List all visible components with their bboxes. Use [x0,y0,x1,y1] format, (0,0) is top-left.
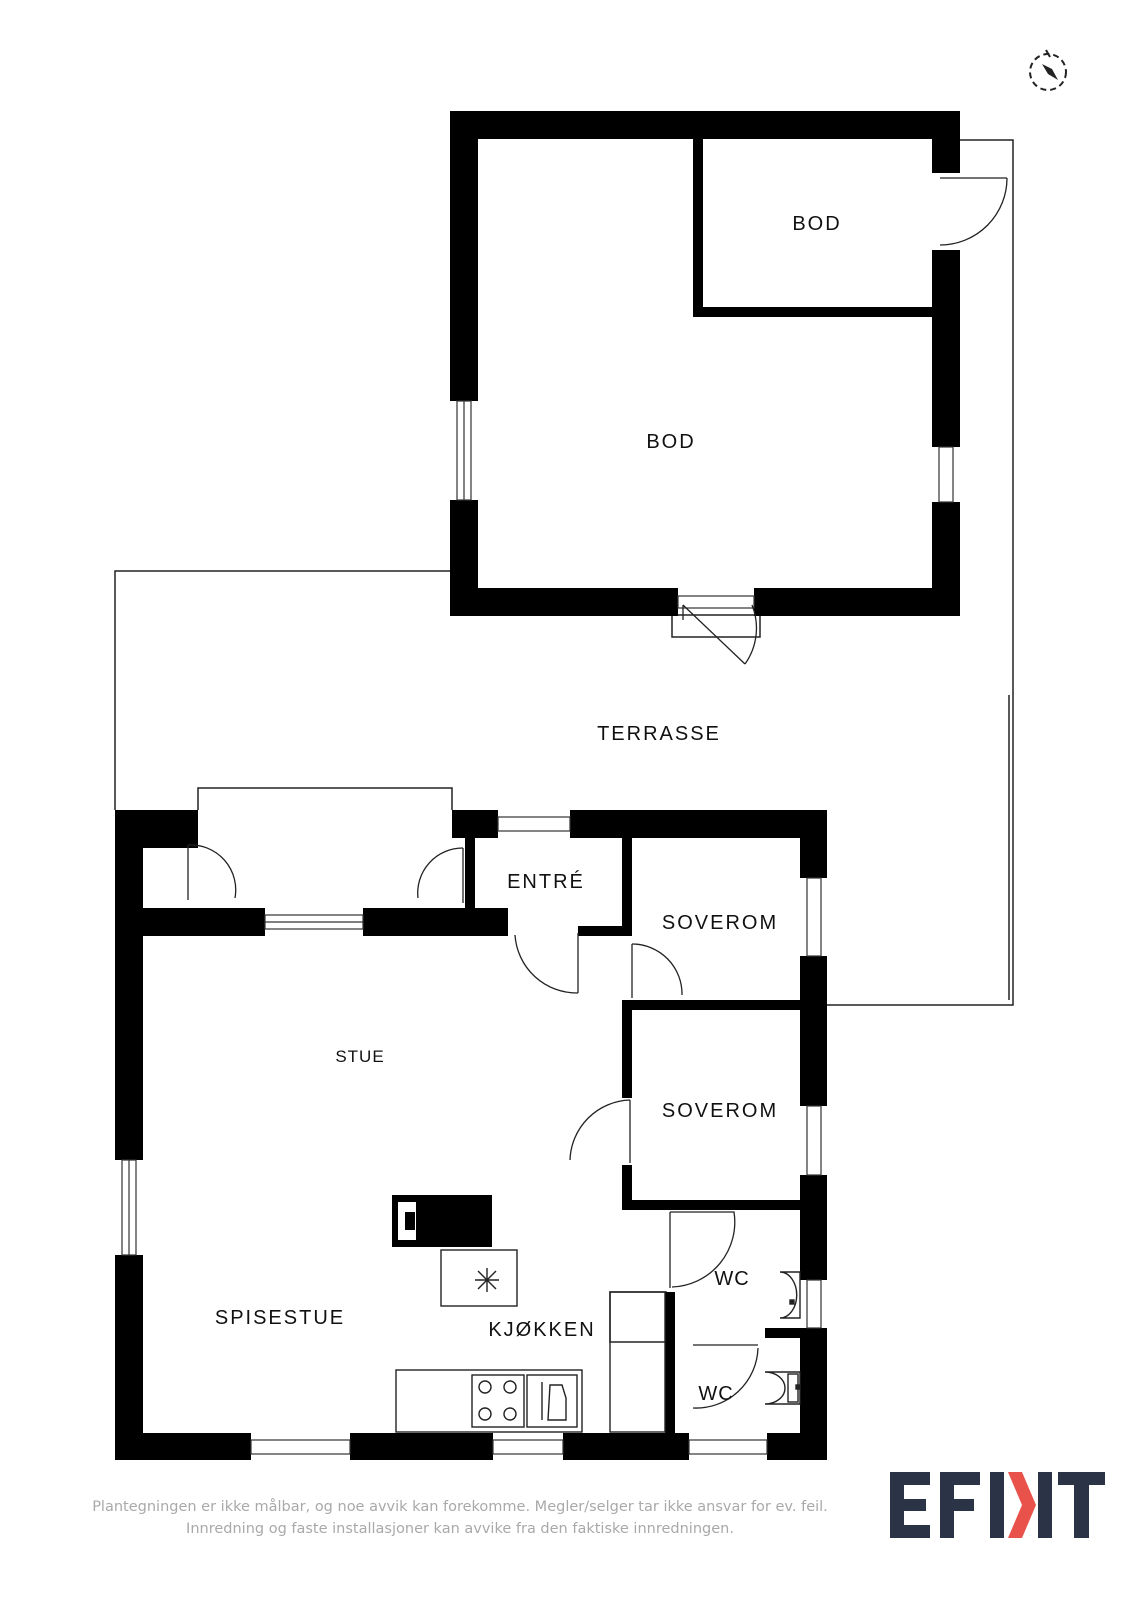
room-label-terrasse: TERRASSE [597,723,721,745]
room-label-spisestue: SPISESTUE [215,1307,345,1329]
room-label-soverom-1: SOVEROM [662,912,778,934]
disclaimer-line-2: Innredning og faste installasjoner kan a… [186,1521,734,1537]
walls [115,111,960,1460]
room-label-bod-large: BOD [646,431,695,453]
room-label-kjokken: KJØKKEN [488,1319,595,1341]
room-label-wc-2: WC [698,1383,733,1405]
windows [121,400,954,1455]
stove-fireplace [392,1195,492,1247]
door-swings [187,177,1008,1409]
efkit-logo [890,1472,1105,1538]
room-label-stue: STUE [335,1047,384,1066]
wc-fixtures [764,1271,801,1405]
disclaimer-line-1: Plantegningen er ikke målbar, og noe avv… [92,1499,828,1515]
compass-icon [1029,49,1067,91]
kitchen-fixtures [395,1249,666,1433]
terrace-outline [114,139,1014,1343]
room-label-soverom-2: SOVEROM [662,1100,778,1122]
room-label-bod-small: BOD [792,213,841,235]
room-label-entre: ENTRÉ [507,870,585,893]
room-label-wc-1: WC [714,1268,749,1290]
